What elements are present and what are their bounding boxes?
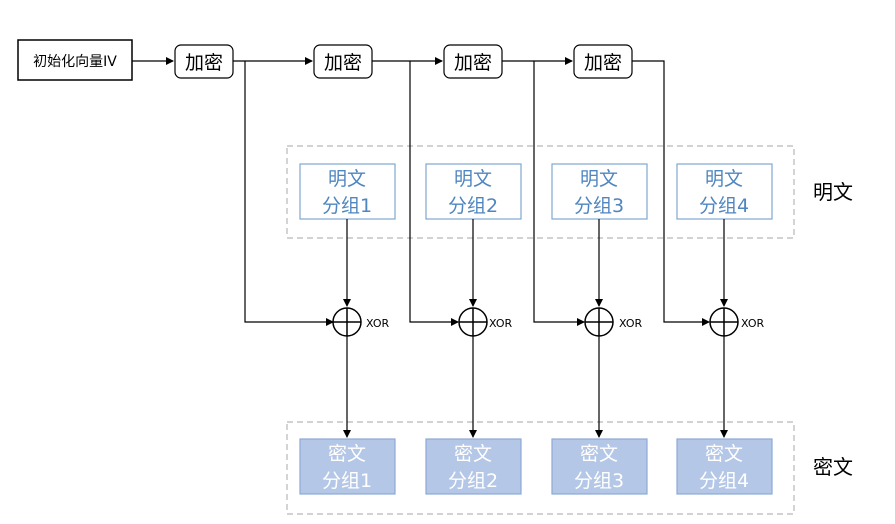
encrypt-block-4: 加密 [573, 44, 633, 79]
ciphertext-block-2: 密文 分组2 [425, 438, 522, 495]
xor-label-1: XOR [366, 317, 389, 330]
encrypt-block-2: 加密 [313, 44, 373, 79]
plaintext-block-3-line2: 分组3 [574, 195, 624, 217]
xor-label-2: XOR [489, 317, 512, 330]
xor-node-2: XOR [458, 307, 512, 337]
encrypt-block-3: 加密 [443, 44, 503, 79]
plaintext-block-2-line1: 明文 [454, 168, 492, 190]
xor-label-3: XOR [619, 317, 642, 330]
plaintext-block-3: 明文 分组3 [551, 163, 648, 220]
plaintext-block-4-line1: 明文 [705, 168, 743, 190]
ciphertext-block-4-line1: 密文 [705, 443, 743, 465]
ciphertext-group-frame [286, 421, 795, 515]
iv-box [17, 39, 133, 81]
ciphertext-block-4: 密文 分组4 [676, 438, 773, 495]
encrypt-block-1: 加密 [174, 44, 234, 79]
plaintext-block-3-line1: 明文 [580, 168, 618, 190]
encrypt-label-3: 加密 [454, 52, 492, 74]
xor-label-4: XOR [741, 317, 764, 330]
line-encrypt-1-to-xor-1 [244, 61, 334, 326]
ciphertext-block-4-line2: 分组4 [699, 470, 749, 492]
encrypt-label-1: 加密 [185, 52, 223, 74]
xor-node-3: XOR [584, 307, 642, 337]
line-encrypt-3-to-xor-3 [533, 61, 585, 326]
ciphertext-block-2-line1: 密文 [454, 443, 492, 465]
xor-node-4: XOR [709, 307, 764, 337]
section-label-ciphertext: 密文 [813, 455, 853, 479]
iv-label: 初始化向量IV [33, 53, 117, 70]
xor-node-1: XOR [332, 307, 389, 337]
encrypt-label-2: 加密 [324, 52, 362, 74]
ciphertext-block-1-line2: 分组1 [322, 470, 372, 492]
ciphertext-block-1-line1: 密文 [328, 443, 366, 465]
line-encrypt-2-to-xor-2 [409, 61, 459, 326]
plaintext-block-4-line2: 分组4 [699, 195, 749, 217]
plaintext-group-frame [286, 145, 795, 239]
ciphertext-block-2-line2: 分组2 [448, 470, 498, 492]
plaintext-block-2: 明文 分组2 [425, 163, 522, 220]
plaintext-block-4: 明文 分组4 [676, 163, 773, 220]
plaintext-block-1-line2: 分组1 [322, 195, 372, 217]
line-encrypt-4-to-xor-4 [632, 60, 710, 326]
ciphertext-block-3: 密文 分组3 [551, 438, 648, 495]
ciphertext-block-1: 密文 分组1 [299, 438, 396, 495]
ciphertext-block-3-line1: 密文 [580, 443, 618, 465]
section-label-plaintext: 明文 [813, 180, 853, 204]
encrypt-label-4: 加密 [584, 52, 622, 74]
plaintext-block-1-line1: 明文 [328, 168, 366, 190]
ciphertext-block-3-line2: 分组3 [574, 470, 624, 492]
plaintext-block-2-line2: 分组2 [448, 195, 498, 217]
plaintext-block-1: 明文 分组1 [299, 163, 396, 220]
